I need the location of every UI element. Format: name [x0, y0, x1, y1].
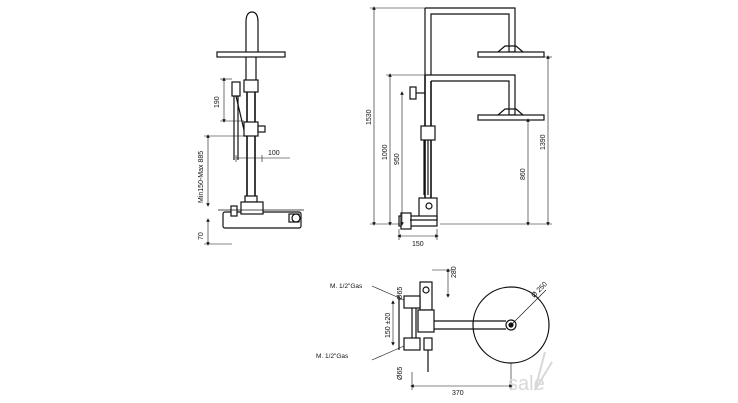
riser-top-curve	[245, 11, 259, 52]
temperature-knob	[291, 213, 301, 223]
dim-1530: 1530	[366, 109, 373, 125]
front-view	[216, 11, 304, 229]
dim-100: 100	[268, 150, 280, 157]
gas-inlet-lower-label: M. 1/2"Gas	[316, 353, 349, 360]
shower-head-front	[216, 51, 286, 58]
dim-280: 280	[451, 266, 458, 278]
dim-70: 70	[198, 232, 205, 240]
watermark-swoosh-icon	[534, 351, 553, 391]
gas-inlet-upper-label: M. 1/2"Gas	[330, 283, 363, 290]
inlet-lower	[403, 337, 421, 351]
dim-150-20: 150 ±20	[385, 313, 392, 338]
dim-150-side: 150	[412, 241, 424, 248]
dim-370: 370	[452, 390, 464, 397]
top-view	[398, 281, 550, 372]
riser-top-view	[419, 281, 433, 311]
shower-head-side-upper	[477, 51, 545, 58]
front-view-dimensions	[204, 77, 290, 246]
dim-190: 190	[214, 96, 221, 108]
dim-65-bottom: Ø65	[397, 367, 404, 380]
diverter-knob	[409, 86, 417, 100]
top-view-dimensions	[371, 268, 547, 390]
dim-860: 860	[520, 168, 527, 180]
dim-1000: 1000	[382, 144, 389, 160]
dim-950: 950	[394, 153, 401, 165]
dim-65-top: Ø65	[397, 287, 404, 300]
hand-shower-head	[231, 81, 241, 97]
dim-1390: 1390	[540, 134, 547, 150]
inlet-upper	[403, 295, 421, 309]
arm-upper	[425, 7, 516, 75]
side-view-dimensions	[370, 6, 552, 240]
slider-lower	[243, 121, 259, 137]
side-view	[398, 7, 545, 230]
dim-min-max: Min150-Max 885	[198, 151, 205, 203]
shower-head-side-lower	[477, 114, 545, 121]
slider-upper	[243, 79, 259, 93]
